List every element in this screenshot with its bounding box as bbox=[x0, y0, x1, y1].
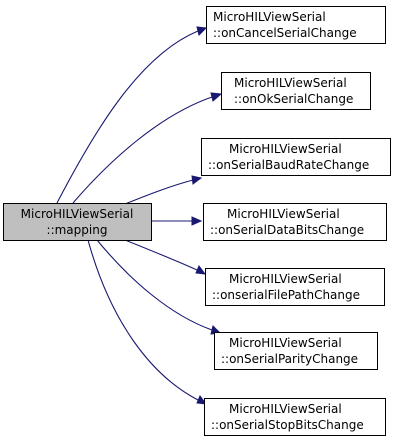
callee-node-method: ::onOkSerialChange bbox=[234, 92, 353, 106]
callee-node-class: MicroHILViewSerial bbox=[234, 76, 347, 90]
root-node-method: ::mapping bbox=[47, 223, 108, 237]
callee-node-method: ::onSerialParityChange bbox=[221, 352, 358, 366]
root-node[interactable]: MicroHILViewSerial ::mapping bbox=[3, 203, 152, 241]
edge-arrowhead bbox=[195, 265, 207, 275]
edge-arrowhead bbox=[191, 216, 203, 226]
callee-node-class: MicroHILViewSerial bbox=[229, 402, 342, 416]
edges bbox=[56, 26, 223, 405]
callee-node-class: MicroHILViewSerial bbox=[227, 207, 340, 221]
root-node-class: MicroHILViewSerial bbox=[21, 207, 134, 221]
edge-to-onserialbaudratechange bbox=[119, 179, 194, 207]
callee-node-method: ::onSerialStopBitsChange bbox=[211, 418, 364, 432]
callee-node-method: ::onSerialDataBitsChange bbox=[210, 223, 364, 237]
callee-node-class: MicroHILViewSerial bbox=[213, 10, 326, 24]
callee-node-method: ::onCancelSerialChange bbox=[213, 26, 357, 40]
callee-node-method: ::onSerialBaudRateChange bbox=[208, 158, 369, 172]
callee-node-onokserialchange[interactable]: MicroHILViewSerial ::onOkSerialChange bbox=[221, 72, 371, 110]
edge-arrowhead bbox=[196, 26, 208, 36]
callee-node-class: MicroHILViewSerial bbox=[229, 272, 342, 286]
callee-node-onserialstopbitschange[interactable]: MicroHILViewSerial ::onSerialStopBitsCha… bbox=[204, 398, 386, 436]
callee-node-class: MicroHILViewSerial bbox=[229, 142, 342, 156]
edge-to-onserialfilepathchange bbox=[119, 237, 198, 271]
callee-node-onserialbaudratechange[interactable]: MicroHILViewSerial ::onSerialBaudRateCha… bbox=[201, 138, 391, 176]
callee-node-onserialparitychange[interactable]: MicroHILViewSerial ::onSerialParityChang… bbox=[214, 332, 378, 370]
edge-to-onokserialchange bbox=[72, 96, 213, 204]
callee-node-method: ::onserialFilePathChange bbox=[212, 288, 360, 302]
callee-node-class: MicroHILViewSerial bbox=[229, 336, 342, 350]
edge-to-onserialstopbitschange bbox=[87, 239, 199, 401]
callee-node-oncancelserialchange[interactable]: MicroHILViewSerial ::onCancelSerialChang… bbox=[206, 6, 386, 44]
edge-to-oncancelserialchange bbox=[56, 30, 199, 204]
edge-arrowhead bbox=[191, 175, 203, 185]
edge-arrowhead bbox=[210, 92, 223, 102]
edge-to-onserialparitychange bbox=[96, 239, 213, 331]
edge-arrowhead bbox=[196, 395, 208, 405]
callee-node-onserialfilepathchange[interactable]: MicroHILViewSerial ::onserialFilePathCha… bbox=[205, 268, 385, 306]
callee-node-onserialdatabitschange[interactable]: MicroHILViewSerial ::onSerialDataBitsCha… bbox=[203, 203, 387, 241]
